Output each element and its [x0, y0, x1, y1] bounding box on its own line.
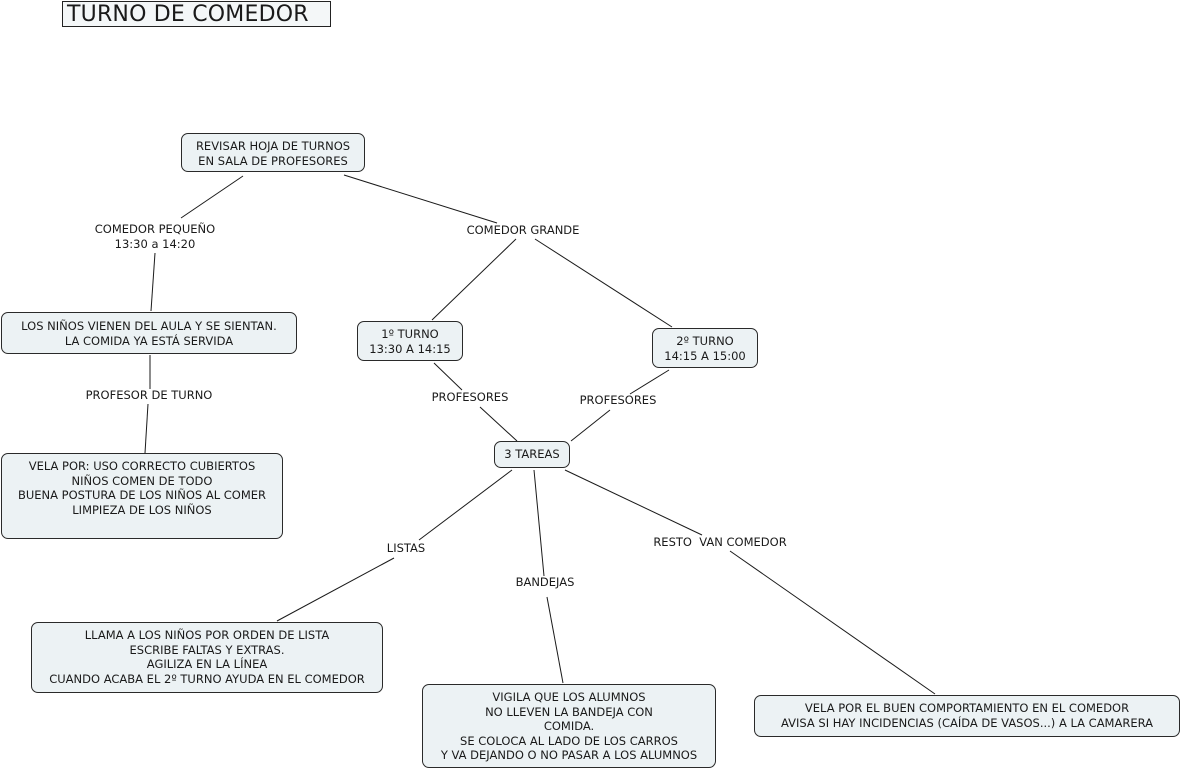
node-turno-1[interactable]: 1º TURNO 13:30 A 14:15 [357, 321, 463, 361]
connector-line [150, 252, 156, 312]
connector-line [144, 403, 149, 454]
node-bandejas-task[interactable]: VIGILA QUE LOS ALUMNOS NO LLEVEN LA BAND… [422, 684, 716, 768]
map-title: TURNO DE COMEDOR [62, 1, 331, 27]
connector-line [418, 469, 513, 541]
connector-line [533, 469, 545, 577]
connector-line [546, 596, 564, 684]
node-3-tareas[interactable]: 3 TAREAS [494, 441, 570, 468]
connector-line [729, 550, 936, 695]
node-resto-task[interactable]: VELA POR EL BUEN COMPORTAMIENTO EN EL CO… [754, 695, 1180, 737]
connector-line [431, 238, 517, 321]
node-turno-2[interactable]: 2º TURNO 14:15 A 15:00 [652, 328, 758, 368]
connector-line [343, 174, 498, 224]
link-comedor-pequeno: COMEDOR PEQUEÑO 13:30 a 14:20 [94, 222, 216, 251]
connector-line [629, 369, 670, 395]
connector-line [276, 557, 395, 622]
node-revisar-hoja[interactable]: REVISAR HOJA DE TURNOS EN SALA DE PROFES… [181, 133, 365, 172]
connector-line [564, 469, 703, 536]
link-profesores-1: PROFESORES [431, 390, 509, 404]
node-ninos-vienen[interactable]: LOS NIÑOS VIENEN DEL AULA Y SE SIENTAN. … [1, 312, 297, 354]
connector-line [479, 406, 518, 442]
connector-line [180, 175, 244, 219]
link-profesor-turno: PROFESOR DE TURNO [85, 388, 213, 402]
connector-line [534, 238, 673, 328]
link-resto-van-comedor: RESTO VAN COMEDOR [653, 535, 787, 549]
connector-line [570, 409, 611, 442]
node-listas-task[interactable]: LLAMA A LOS NIÑOS POR ORDEN DE LISTA ESC… [31, 622, 383, 693]
link-profesores-2: PROFESORES [579, 393, 657, 407]
link-comedor-grande: COMEDOR GRANDE [466, 223, 580, 237]
connector-line [433, 362, 463, 391]
link-listas: LISTAS [386, 541, 426, 555]
node-vela-por[interactable]: VELA POR: USO CORRECTO CUBIERTOS NIÑOS C… [1, 453, 283, 539]
link-bandejas: BANDEJAS [515, 575, 575, 589]
